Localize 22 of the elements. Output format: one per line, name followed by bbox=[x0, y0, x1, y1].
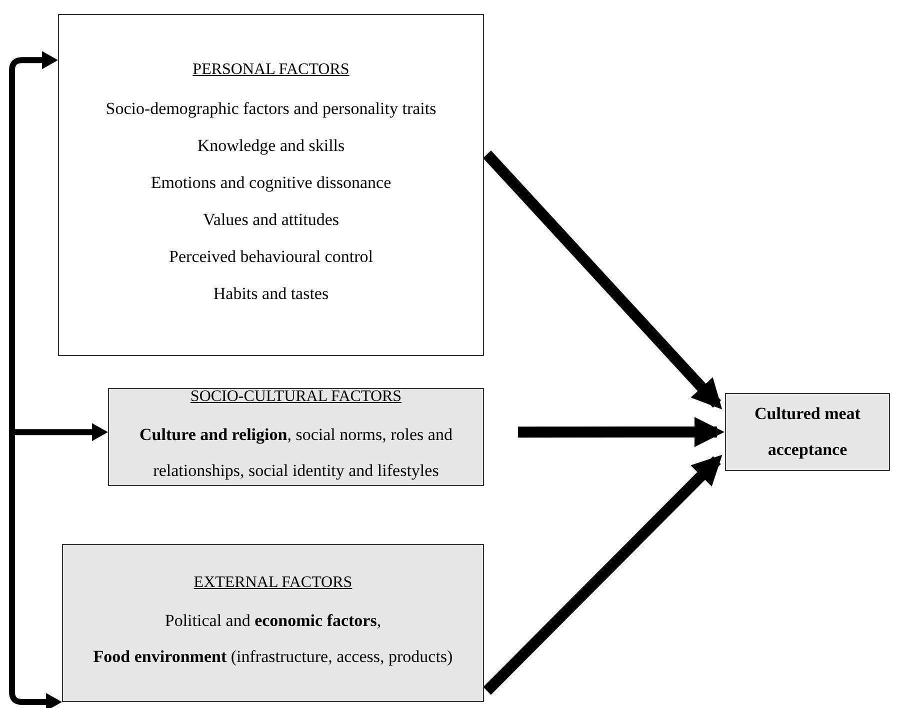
arrow bbox=[518, 417, 724, 447]
node-text: Political and economic factors, bbox=[164, 610, 382, 632]
arrow bbox=[9, 51, 62, 708]
heading: EXTERNAL FACTORS bbox=[194, 573, 352, 593]
node-text: Values and attitudes bbox=[203, 209, 339, 231]
factor-box bbox=[108, 388, 484, 486]
factor-box bbox=[62, 544, 484, 702]
node-text: Cultured meat acceptance bbox=[754, 403, 862, 461]
node-text: Perceived behavioural control bbox=[169, 246, 373, 268]
arrow bbox=[483, 454, 722, 695]
node-text: Habits and tastes bbox=[213, 283, 329, 305]
factor-box bbox=[58, 14, 484, 356]
node-text: Knowledge and skills bbox=[197, 135, 345, 157]
outcome-box bbox=[725, 393, 890, 471]
heading: SOCIO-CULTURAL FACTORS bbox=[190, 387, 402, 407]
arrow bbox=[12, 423, 108, 442]
node-text: Socio-demographic factors and personality traits bbox=[106, 98, 436, 120]
node-text: Culture and religion, social norms, roles and relationships, social identity and lifestyles bbox=[138, 424, 454, 482]
node-text: Food environment (infrastructure, access, products) bbox=[93, 646, 453, 668]
arrow bbox=[482, 150, 722, 410]
node-text: Emotions and cognitive dissonance bbox=[150, 172, 392, 194]
heading: PERSONAL FACTORS bbox=[192, 60, 350, 80]
